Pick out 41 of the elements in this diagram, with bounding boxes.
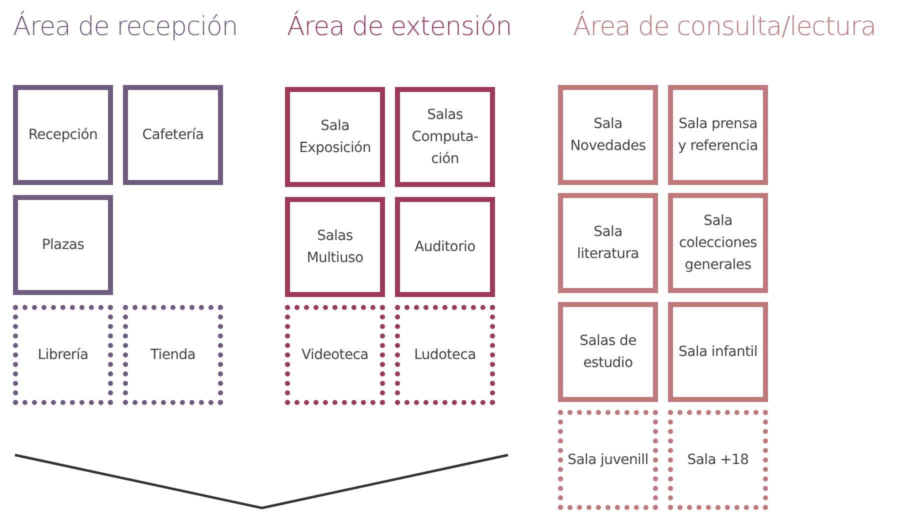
room-box	[285, 197, 385, 297]
area-heading: Área de recepción	[13, 10, 238, 44]
room-label: Sala literatura	[576, 223, 640, 264]
room-box	[13, 195, 113, 295]
room-label: Sala infantil	[678, 343, 758, 362]
room-label: Auditorio	[414, 238, 476, 257]
room-label: Salas de estudio	[578, 332, 638, 373]
room-box	[123, 85, 223, 185]
room-box	[558, 85, 658, 185]
room-label: Sala +18	[687, 451, 749, 470]
room-label: Sala colecciones generales	[678, 212, 758, 275]
dotted-room-box	[123, 305, 223, 405]
room-label: Cafetería	[142, 126, 204, 145]
room-box	[395, 197, 495, 297]
room-label: Sala prensa y referencia	[677, 115, 759, 156]
room-label: Videoteca	[302, 346, 368, 365]
area-heading: Área de consulta/lectura	[573, 10, 876, 44]
room-label: Librería	[38, 346, 88, 365]
room-label: Sala Novedades	[569, 115, 647, 156]
room-label: Plazas	[42, 236, 84, 255]
room-label: Ludoteca	[414, 346, 476, 365]
dotted-room-box	[668, 410, 768, 510]
room-label: Sala juvenill	[568, 451, 648, 470]
room-box	[13, 85, 113, 185]
dotted-room-box	[395, 305, 495, 405]
room-box	[285, 87, 385, 187]
room-label: Salas Computa-ción	[410, 106, 480, 169]
dotted-room-box	[285, 305, 385, 405]
room-box	[668, 193, 768, 293]
room-box	[558, 302, 658, 402]
room-box	[668, 302, 768, 402]
room-label: Tienda	[150, 346, 196, 365]
room-box	[395, 87, 495, 187]
area-heading: Área de extensión	[287, 10, 512, 44]
room-box	[668, 85, 768, 185]
room-label: Salas Multiuso	[306, 227, 364, 268]
room-label: Recepción	[28, 126, 98, 145]
room-label: Sala Exposición	[298, 117, 372, 158]
dotted-room-box	[558, 410, 658, 510]
dotted-room-box	[13, 305, 113, 405]
room-box	[558, 193, 658, 293]
